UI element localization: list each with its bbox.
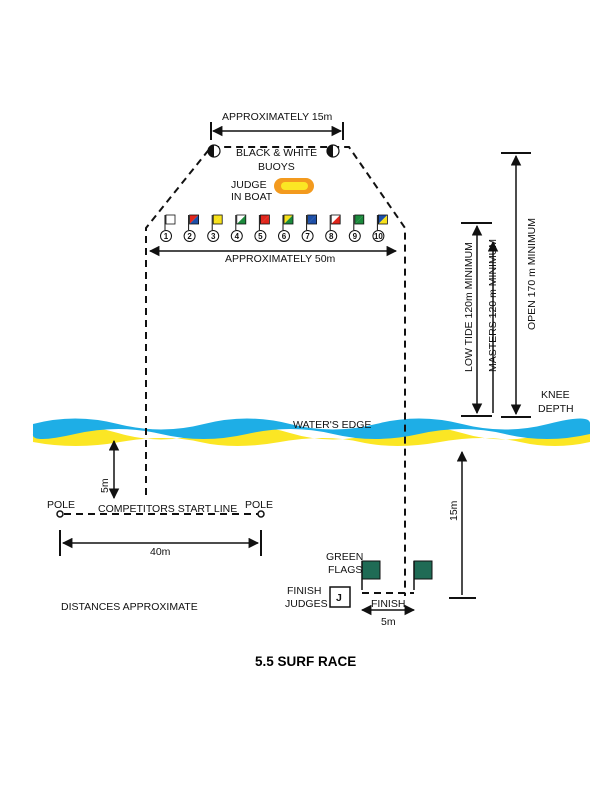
pole-right-marker (257, 510, 265, 518)
label-judge-line1: JUDGE (231, 179, 267, 191)
flag-number-8: 8 (329, 232, 334, 241)
flag-number-2: 2 (187, 232, 192, 241)
green-flag-right (413, 560, 433, 580)
flag-number-9: 9 (353, 232, 358, 241)
label-open: OPEN 170 m MINIMUM (526, 218, 538, 330)
label-40m: 40m (150, 546, 171, 558)
flag-number-6: 6 (282, 232, 287, 241)
label-start-line: COMPETITORS START LINE (98, 503, 237, 515)
label-pole-right: POLE (245, 499, 273, 511)
label-green-line1: GREEN (326, 551, 363, 563)
label-approx-50m: APPROXIMATELY 50m (225, 253, 336, 265)
flag-5: 5 (254, 214, 270, 242)
flag-number-7: 7 (305, 232, 310, 241)
label-5m: 5m (99, 478, 111, 493)
flag-number-5: 5 (258, 232, 263, 241)
flags-group: 1 2 3 4 5 6 7 8 9 10 (160, 214, 388, 242)
flag-3: 3 (207, 214, 223, 242)
label-buoys-line1: BLACK & WHITE (236, 147, 317, 159)
label-buoys-line2: BUOYS (258, 161, 295, 173)
label-low-tide: LOW TIDE 120m MINIMUM (463, 242, 475, 372)
boat-icon (274, 178, 314, 194)
label-knee-line2: DEPTH (538, 403, 574, 415)
label-green-line2: FLAGS (328, 564, 362, 576)
label-finish: FINISH (371, 598, 405, 610)
course-outline (145, 146, 406, 596)
label-approx-15m: APPROXIMATELY 15m (222, 111, 333, 123)
water-band (32, 418, 591, 439)
flag-number-4: 4 (235, 232, 240, 241)
flag-9: 9 (348, 214, 365, 242)
label-masters: MASTERS 120 m MINIMUM (487, 239, 499, 372)
sand-band (33, 426, 591, 446)
label-knee-line1: KNEE (541, 389, 570, 401)
page-title: 5.5 SURF RACE (255, 654, 356, 669)
label-finish-judges-line1: FINISH (287, 585, 321, 597)
flag-6: 6 (278, 214, 294, 242)
flag-10: 10 (372, 214, 388, 242)
label-judge-line2: IN BOAT (231, 191, 273, 203)
flag-number-1: 1 (164, 232, 169, 241)
label-5m-bottom: 5m (381, 616, 396, 628)
flag-7: 7 (301, 214, 318, 242)
pole-left-marker (56, 510, 64, 518)
buoy-right (326, 144, 340, 158)
flag-2: 2 (183, 214, 200, 242)
label-waters-edge: WATER'S EDGE (293, 419, 371, 431)
label-distances: DISTANCES APPROXIMATE (61, 601, 198, 613)
flag-number-10: 10 (374, 232, 383, 241)
judge-box-letter: J (336, 592, 342, 604)
judge-box (329, 586, 351, 608)
green-flag-left (361, 560, 381, 580)
flag-1: 1 (160, 214, 176, 242)
flag-8: 8 (325, 214, 341, 242)
flag-4: 4 (230, 214, 247, 242)
label-pole-left: POLE (47, 499, 75, 511)
label-15m: 15m (448, 500, 460, 521)
label-finish-judges-line2: JUDGES (285, 598, 328, 610)
buoy-left (207, 144, 221, 158)
flag-number-3: 3 (211, 232, 216, 241)
